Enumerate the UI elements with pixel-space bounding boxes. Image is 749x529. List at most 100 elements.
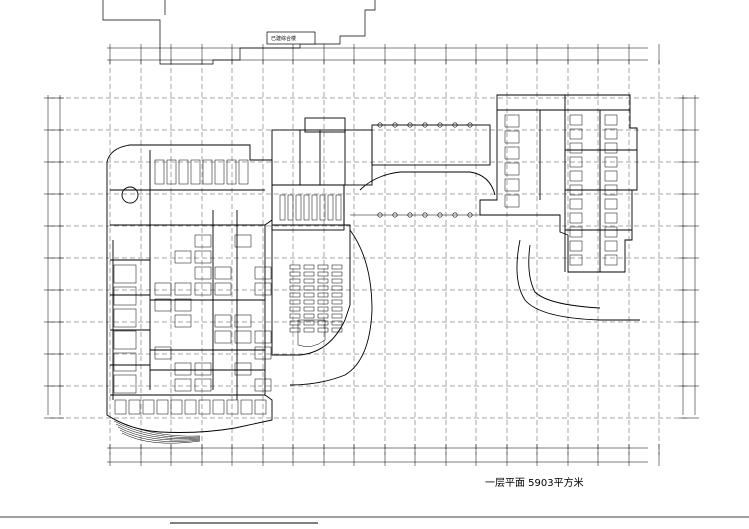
room-outline [185,400,196,414]
seat-row [332,272,342,276]
room-outline [155,347,171,359]
seat-row [318,328,328,332]
room-outline [155,299,171,311]
seat-row [280,195,285,220]
room-outline [605,143,617,153]
seat-row [320,195,325,220]
room-outline [175,363,191,375]
waiting-seat-rows [280,195,342,347]
seat-row [290,328,300,332]
room-outline [195,251,211,263]
room-outline [114,353,136,371]
seat-row [290,321,300,325]
seat-row [290,286,300,290]
room-outline [155,283,171,295]
seat-row [318,265,328,269]
seat-row [304,279,314,283]
room-outline [570,171,582,181]
room-outline [570,213,582,223]
seat-row [290,293,300,297]
seat-row [304,307,314,311]
room-outline [195,235,211,247]
room-outline [215,315,231,327]
room-outline [143,400,154,414]
room-outline [570,129,582,139]
seat-row [290,314,300,318]
central-hall [272,172,495,385]
room-outline [114,265,136,283]
seat-row [296,195,301,220]
seat-row [290,307,300,311]
room-outline [157,400,168,414]
step-arc [122,433,200,443]
room-outline [605,255,617,265]
room-outline [215,283,231,295]
room-outline [195,379,211,391]
left-wing [107,145,272,433]
room-outline [215,331,231,343]
room-outline [199,400,210,414]
room-outline [215,267,231,279]
room-outline [605,199,617,209]
room-outline [241,400,252,414]
existing-building-outline [103,0,375,64]
room-outline [195,267,211,279]
seat-row [332,265,342,269]
room-outline [179,160,188,184]
room-outline [175,379,191,391]
room-outline [255,400,266,414]
dimension-lines [44,44,699,466]
room-outline [570,143,582,153]
seat-row [290,265,300,269]
seat-row [318,300,328,304]
seat-row [318,314,328,318]
entrance-steps [112,418,200,443]
room-outline [227,160,236,184]
room-outline [213,400,224,414]
room-outline [191,160,200,184]
room-outline [195,363,211,375]
room-outline [195,283,211,295]
room-outline [605,115,617,125]
room-outline [605,227,617,237]
room-outline [129,400,140,414]
seat-row [304,286,314,290]
room-outline [605,213,617,223]
seat-row [332,300,342,304]
room-outline [114,309,136,327]
room-outline [175,251,191,263]
seat-row [318,293,328,297]
seat-row [290,279,300,283]
seat-row [318,307,328,311]
seat-row [318,279,328,283]
seat-row [332,307,342,311]
room-outline [227,400,238,414]
axis-grid [50,60,690,455]
seat-row [290,300,300,304]
seat-row [328,195,333,220]
room-outline [203,160,212,184]
room-outline [570,255,582,265]
seat-row [332,321,342,325]
room-outline [175,299,191,311]
room-outline [115,400,126,414]
existing-building-label: 已建综合楼 [271,35,296,42]
room-outline [171,400,182,414]
room-outline [605,171,617,181]
room-outline [114,375,136,393]
room-outline [239,160,248,184]
seat-row [304,272,314,276]
room-outline [570,241,582,251]
room-outline [175,283,191,295]
seat-row [332,286,342,290]
seat-row [312,195,317,220]
plan-caption: 一层平面 5903平方米 [485,476,584,489]
seat-row [332,293,342,297]
step-arc [112,418,200,436]
seat-row [304,265,314,269]
room-outline [215,160,224,184]
room-outline [114,287,136,305]
seat-row [318,321,328,325]
room-outline [605,241,617,251]
